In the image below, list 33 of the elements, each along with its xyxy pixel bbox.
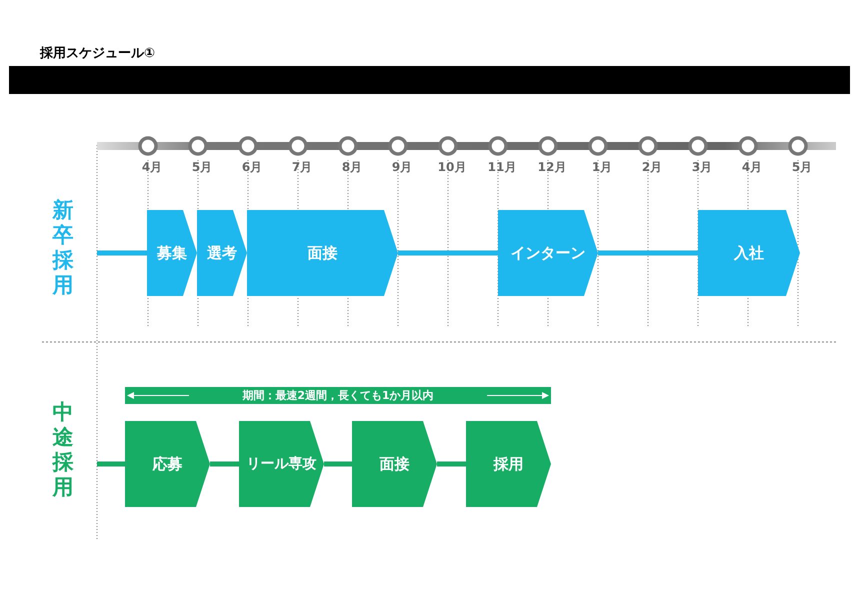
month-label: 4月 [140, 159, 164, 176]
row-label: 中途採用 [52, 400, 74, 500]
duration-bar: 期間：最速2週間，長くても1か月以内 [125, 387, 551, 404]
connector-line [324, 462, 352, 466]
month-label: 12月 [536, 159, 568, 176]
chevron-step: インターン [498, 210, 598, 296]
chevron-step: リール専攻 [239, 421, 324, 507]
connector-line [97, 250, 147, 256]
connector-line [210, 462, 239, 466]
chevron-step: 採用 [466, 421, 551, 507]
month-label: 2月 [640, 159, 664, 176]
connector-line [398, 250, 498, 256]
chevron-step: 入社 [698, 210, 800, 296]
month-label: 11月 [486, 159, 518, 176]
month-label: 7月 [290, 159, 314, 176]
connector-line [598, 250, 698, 256]
chevron-step: 選考 [197, 210, 247, 296]
page-title: 採用スケジュール① [40, 45, 156, 62]
month-label: 9月 [390, 159, 414, 176]
month-label: 6月 [240, 159, 264, 176]
connector-line [97, 462, 125, 466]
month-label: 3月 [690, 159, 714, 176]
chevron-step: 面接 [352, 421, 437, 507]
chevron-step: 応募 [125, 421, 210, 507]
connector-line [437, 462, 466, 466]
month-label: 4月 [740, 159, 764, 176]
month-label: 10月 [436, 159, 468, 176]
month-label: 8月 [340, 159, 364, 176]
chevron-step: 募集 [147, 210, 197, 296]
month-label: 5月 [790, 159, 814, 176]
month-label: 1月 [590, 159, 614, 176]
row-label: 新卒採用 [52, 198, 74, 298]
month-label: 5月 [190, 159, 214, 176]
